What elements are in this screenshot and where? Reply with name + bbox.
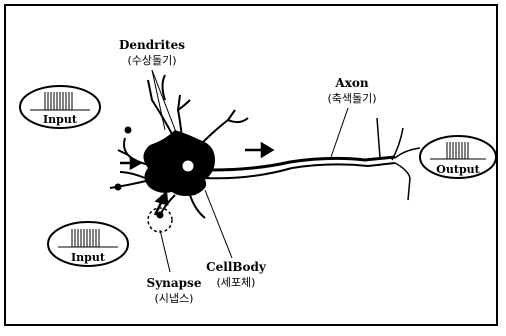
axon xyxy=(210,157,395,170)
axon-label: Axon (축색돌기) xyxy=(312,76,392,106)
axon-label-en: Axon xyxy=(312,76,392,91)
nucleus xyxy=(183,161,194,172)
input-bottom-label: Input xyxy=(71,251,106,264)
dendrites-label-en: Dendrites xyxy=(112,38,192,53)
cellbody-label-en: CellBody xyxy=(196,260,276,275)
synapse-label: Synapse (시냅스) xyxy=(134,276,214,306)
synapse-label-ko: (시냅스) xyxy=(134,291,214,306)
dendrites-label-ko: (수상돌기) xyxy=(112,53,192,68)
output-signal: Output xyxy=(420,136,496,178)
axon-label-ko: (축색돌기) xyxy=(312,91,392,106)
input-top-label: Input xyxy=(43,113,78,126)
synapse-label-en: Synapse xyxy=(134,276,214,291)
input-signal-top: Input xyxy=(20,86,100,128)
dendrites-label: Dendrites (수상돌기) xyxy=(112,38,192,68)
output-label: Output xyxy=(436,163,480,176)
input-signal-bottom: Input xyxy=(48,222,128,266)
